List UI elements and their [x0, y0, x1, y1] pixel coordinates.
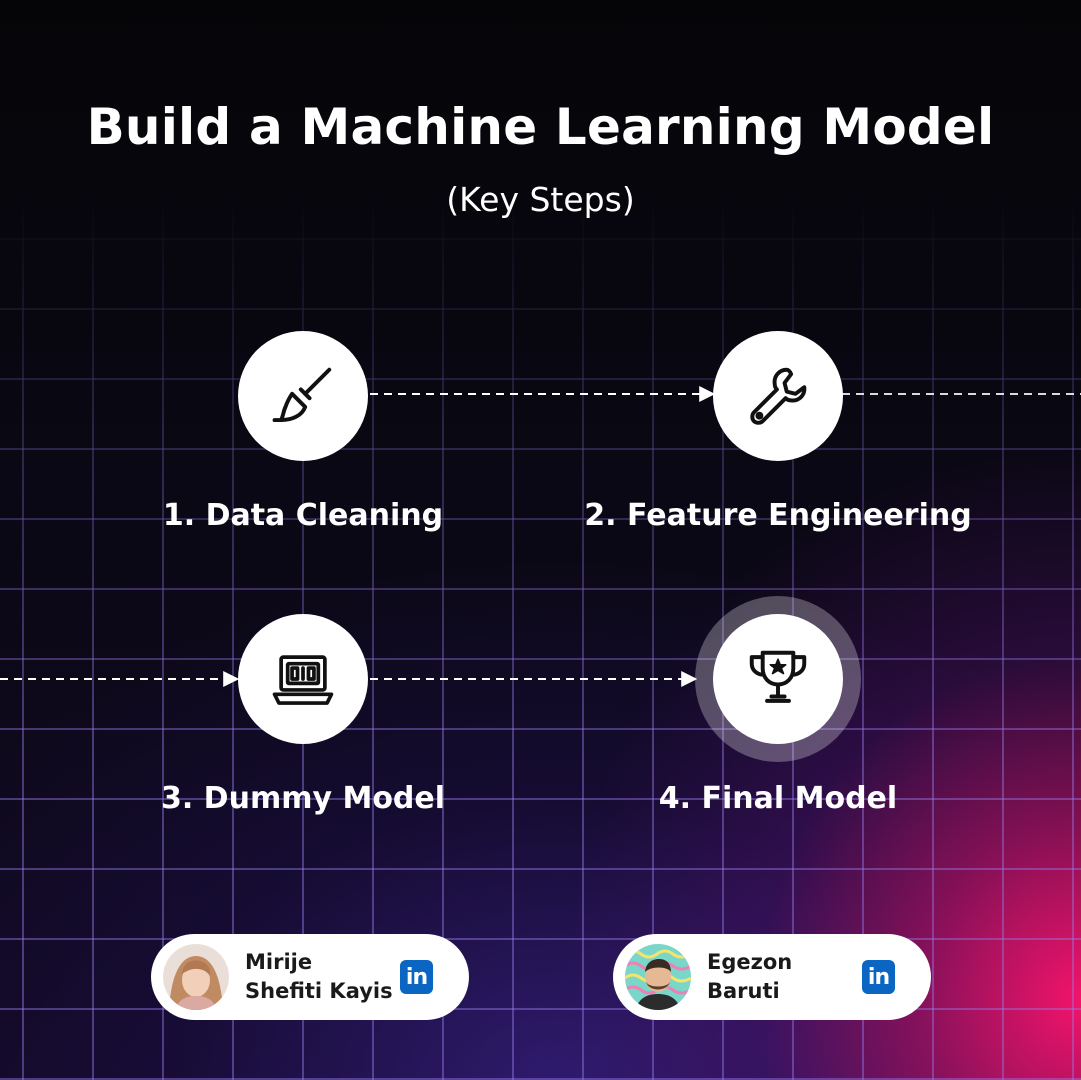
- step-4-node: [713, 614, 843, 744]
- step-2-node: [713, 331, 843, 461]
- step-2-label: 2. Feature Engineering: [584, 498, 972, 533]
- avatar: [625, 944, 691, 1010]
- author-card-1[interactable]: Mirije Shefiti Kayis in: [151, 934, 469, 1020]
- author-name: Egezon Baruti: [707, 948, 862, 1006]
- linkedin-icon[interactable]: in: [862, 960, 895, 994]
- trophy-icon: [749, 650, 807, 703]
- step-1-node: [238, 331, 368, 461]
- avatar: [163, 944, 229, 1010]
- page-title: Build a Machine Learning Model: [86, 98, 995, 156]
- author-name: Mirije Shefiti Kayis: [245, 948, 400, 1006]
- step-4-label: 4. Final Model: [658, 781, 898, 816]
- page-subtitle: (Key Steps): [446, 180, 635, 219]
- laptop-code-icon: [272, 655, 334, 705]
- author-name-line-1: Egezon: [707, 950, 793, 974]
- wrench-icon: [750, 367, 807, 425]
- step-3-label: 3. Dummy Model: [160, 781, 446, 816]
- linkedin-icon[interactable]: in: [400, 960, 433, 994]
- broom-icon: [272, 367, 332, 423]
- author-name-line-2: Shefiti Kayis: [245, 979, 393, 1003]
- author-name-line-1: Mirije: [245, 950, 313, 974]
- step-1-label: 1. Data Cleaning: [162, 498, 444, 533]
- author-name-line-2: Baruti: [707, 979, 780, 1003]
- step-3-node: [238, 614, 368, 744]
- author-card-2[interactable]: Egezon Baruti in: [613, 934, 931, 1020]
